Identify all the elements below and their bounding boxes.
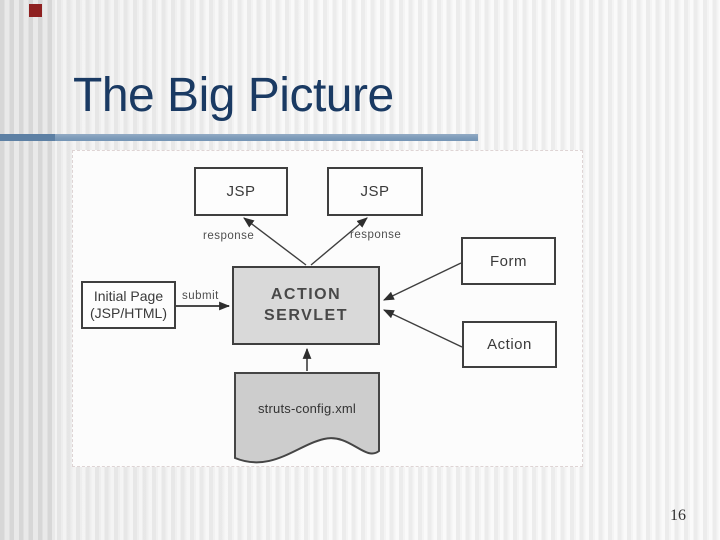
document-shape-icon	[234, 372, 380, 464]
action-servlet-line1: ACTION	[270, 285, 342, 303]
slide-page-number: 16	[670, 507, 686, 524]
arrow-servlet-to-jsp-right	[310, 217, 368, 266]
node-struts-config-label: struts-config.xml	[257, 401, 357, 416]
node-jsp-left-label: JSP	[226, 183, 256, 200]
node-jsp-left: JSP	[194, 167, 288, 216]
node-initial-page: Initial Page (JSP/HTML)	[81, 281, 176, 329]
edge-label-response-left: response	[203, 230, 255, 242]
node-form: Form	[461, 237, 556, 285]
template-accent-square	[29, 4, 42, 17]
node-form-label: Form	[490, 252, 527, 270]
node-action-label: Action	[487, 336, 532, 353]
initial-page-line2: (JSP/HTML)	[90, 305, 167, 321]
node-initial-page-label: Initial Page (JSP/HTML)	[90, 288, 167, 322]
struts-architecture-diagram: JSP JSP Form Action Initial Page (JSP/HT…	[72, 150, 583, 467]
title-underline-rule	[0, 134, 478, 141]
node-jsp-right-label: JSP	[360, 183, 390, 200]
left-stripe-band	[0, 0, 55, 540]
initial-page-line1: Initial Page	[93, 288, 164, 305]
node-action-servlet-label: ACTION SERVLET	[264, 285, 348, 327]
edge-label-submit: submit	[182, 290, 219, 302]
action-servlet-line2: SERVLET	[264, 306, 348, 324]
node-jsp-right: JSP	[327, 167, 423, 216]
node-action: Action	[462, 321, 557, 368]
edge-label-response-right: response	[350, 229, 402, 241]
arrow-action-to-servlet	[383, 309, 463, 348]
node-action-servlet: ACTION SERVLET	[232, 266, 380, 345]
arrow-form-to-servlet	[383, 262, 462, 301]
slide-title: The Big Picture	[73, 69, 394, 122]
